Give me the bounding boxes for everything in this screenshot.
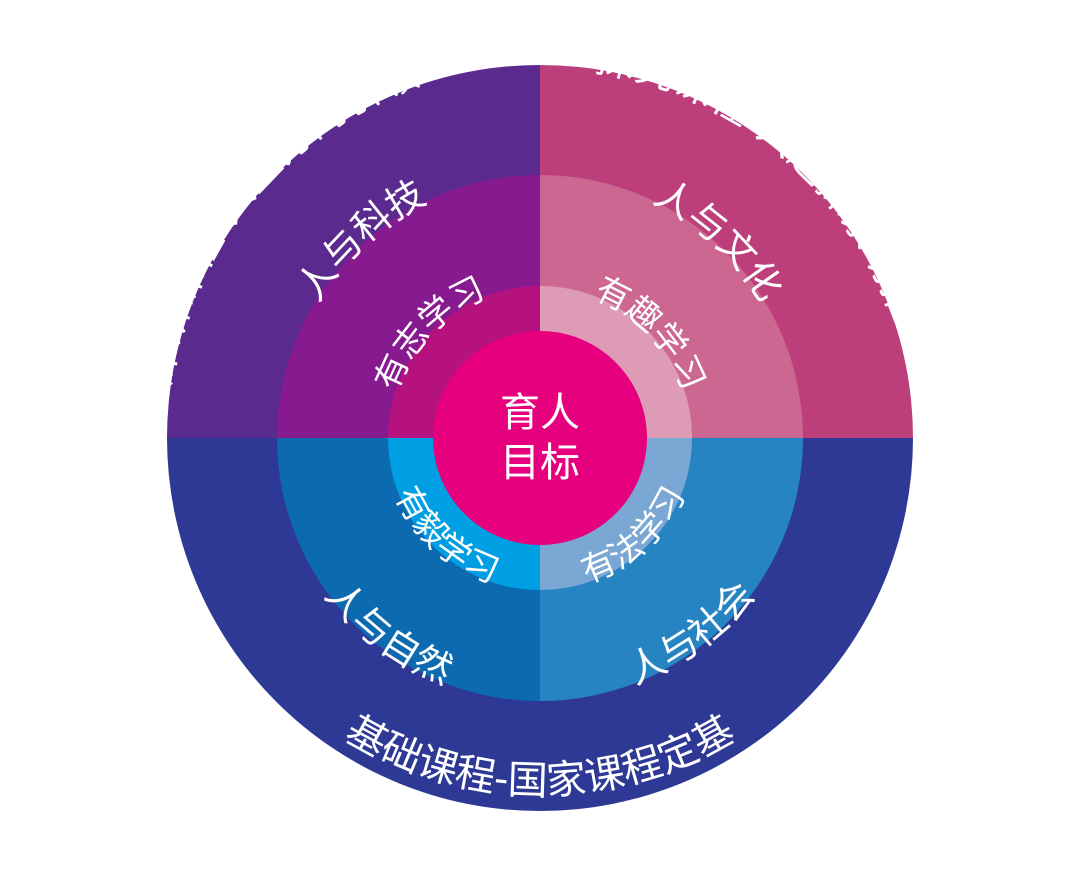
center-label-line-1: 育人 [500,390,580,436]
center-label-line-2: 目标 [500,440,580,486]
center-circle [433,331,647,545]
